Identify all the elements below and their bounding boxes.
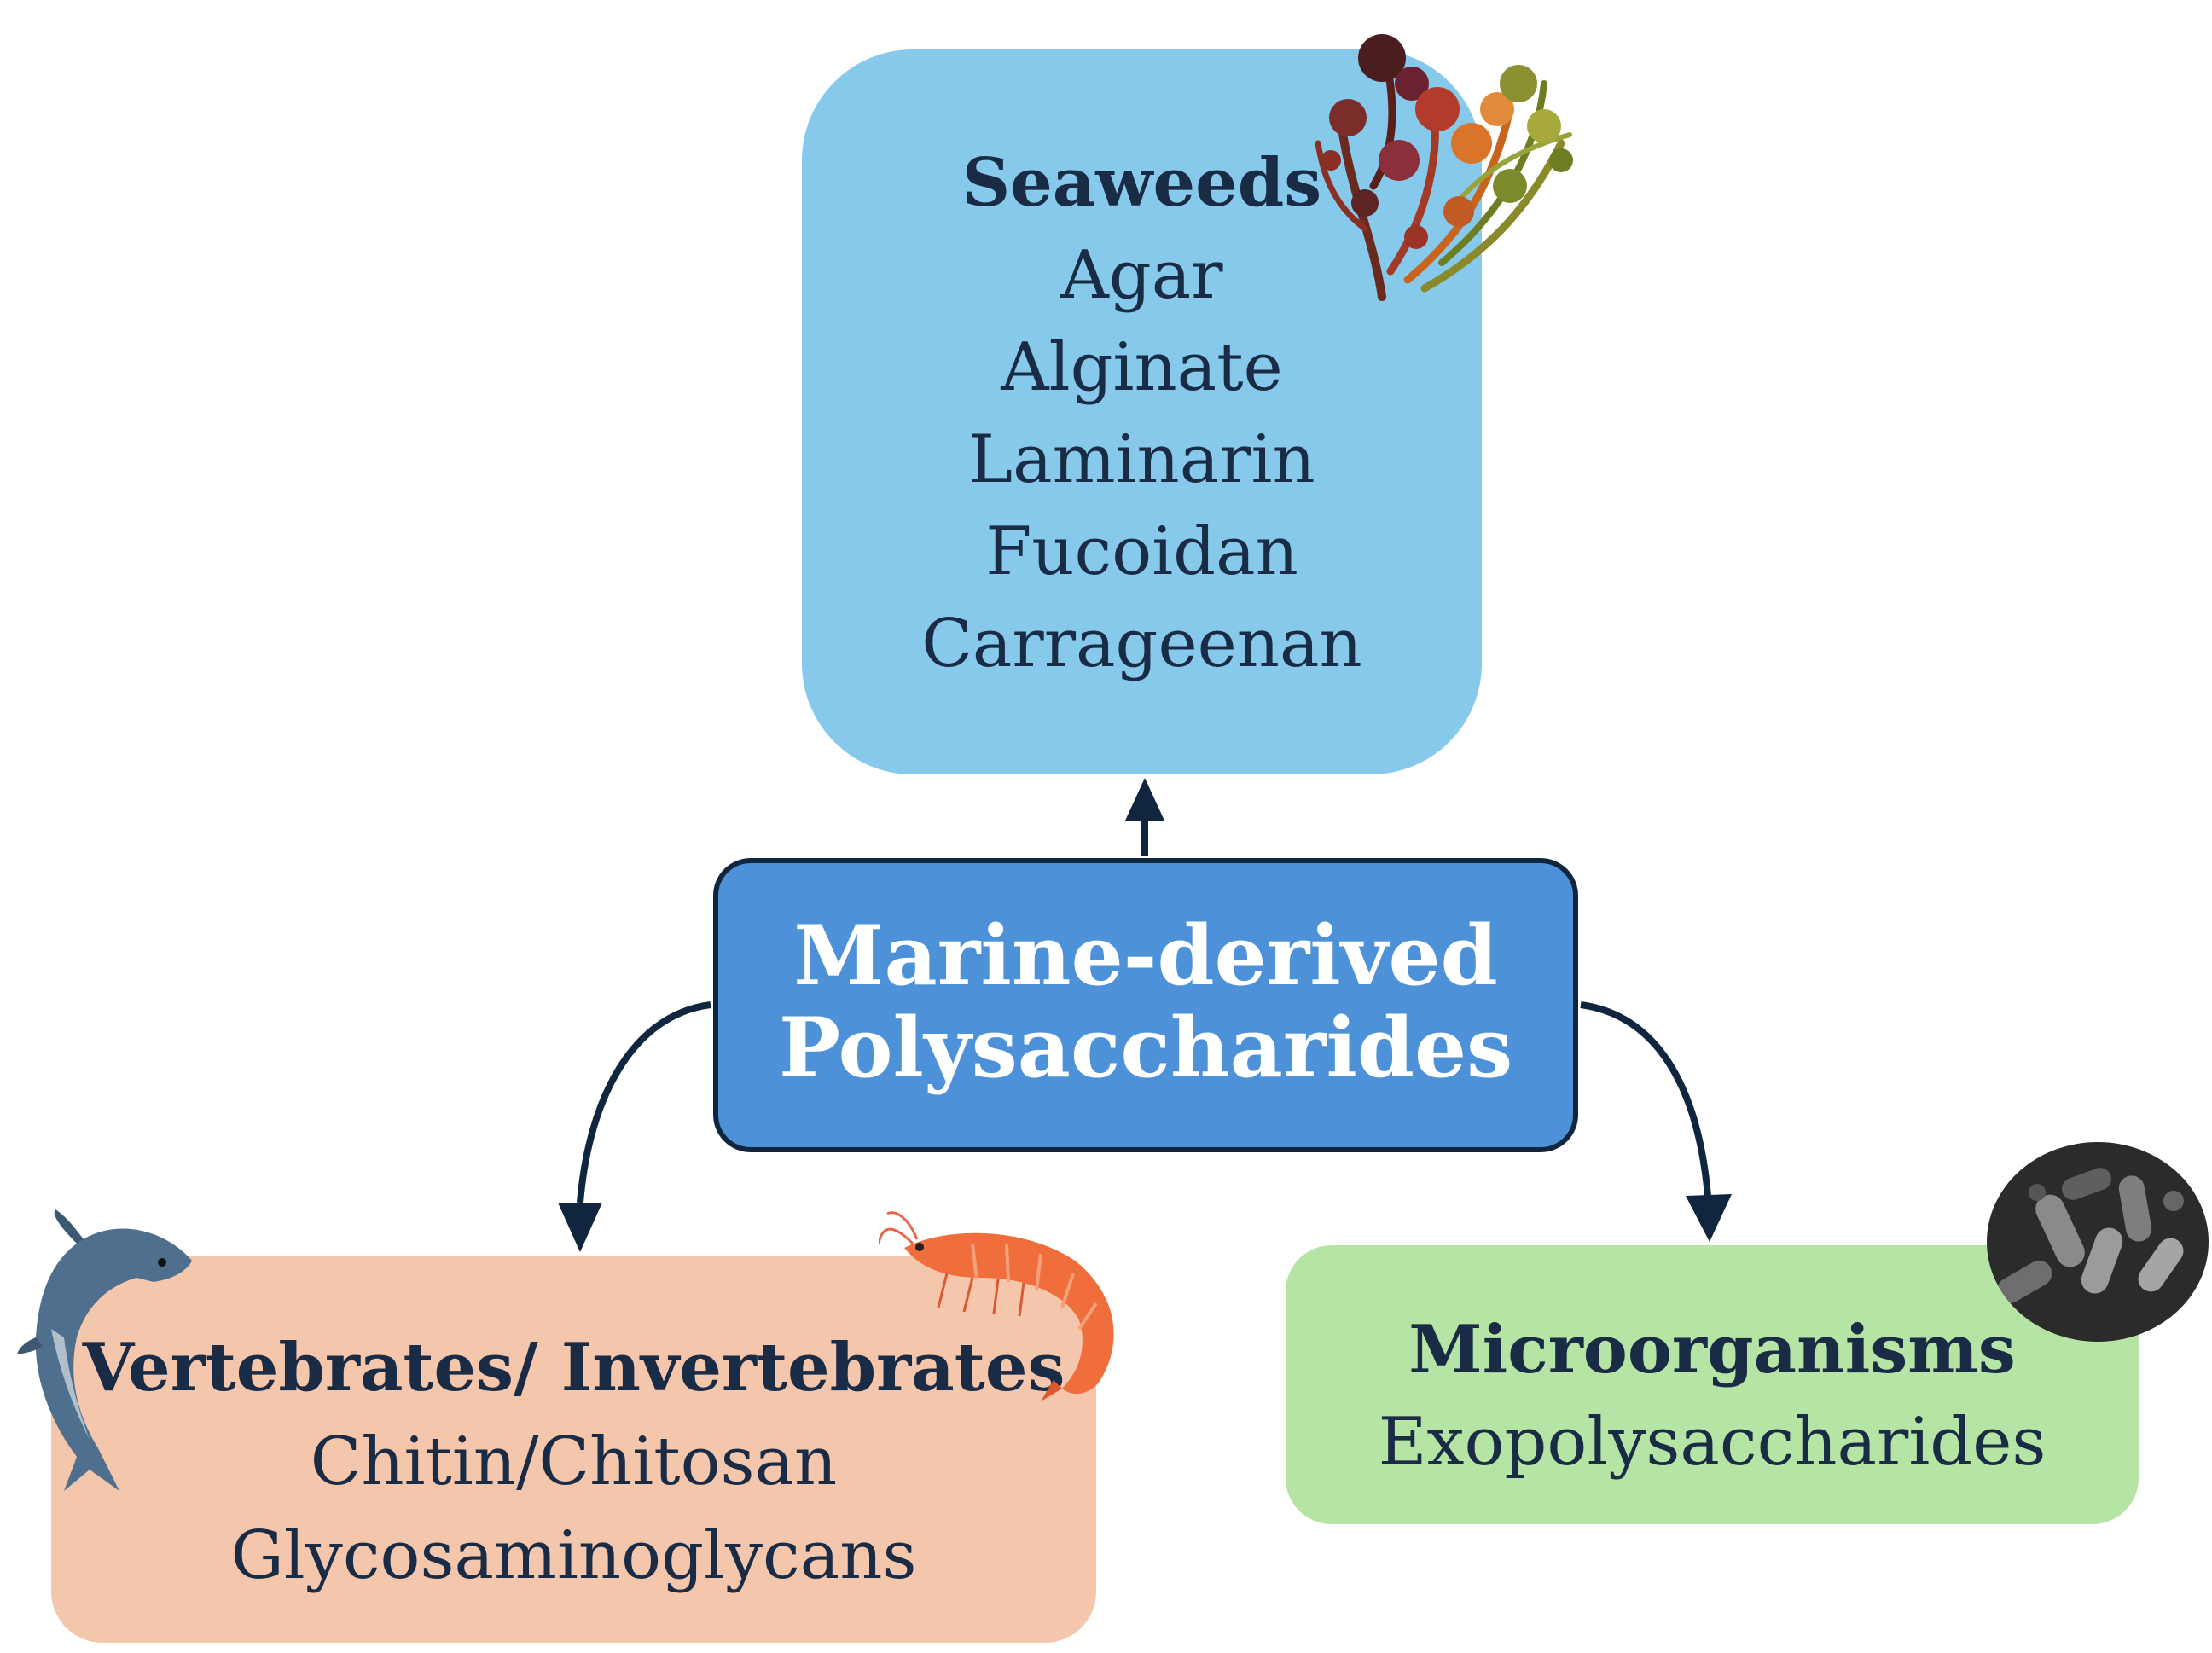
vertebrates-title: Vertebrates/ Invertebrates [82, 1329, 1065, 1406]
microorganisms-box: Microorganisms Exopolysaccharides [1286, 1245, 2139, 1524]
arrow-to-microorganisms [1580, 1001, 1711, 1197]
vertebrates-item-glycosaminoglycans: Glycosaminoglycans [230, 1517, 917, 1594]
dolphin-icon [17, 1209, 192, 1491]
microorganisms-title: Microorganisms [1408, 1311, 2016, 1389]
center-box: Marine-derived Polysaccharides [713, 858, 1578, 1152]
arrow-to-vertebrates [577, 1001, 711, 1204]
seaweeds-item-agar: Agar [1060, 237, 1223, 314]
seaweeds-title: Seaweeds [961, 144, 1322, 222]
vertebrates-box: Vertebrates/ Invertebrates Chitin/Chitos… [51, 1256, 1096, 1643]
seaweed-icon [1315, 34, 1573, 301]
arrow-to-vertebrates-head [558, 1203, 602, 1252]
microorganisms-item-exopolysaccharides: Exopolysaccharides [1378, 1404, 2047, 1481]
seaweeds-item-fucoidan: Fucoidan [985, 513, 1298, 590]
center-title-line2: Polysaccharides [778, 1000, 1513, 1096]
shrimp-icon [879, 1211, 1114, 1401]
center-title-line1: Marine-derived [793, 908, 1498, 1004]
arrow-to-microorganisms-head [1686, 1194, 1732, 1242]
vertebrates-item-chitin: Chitin/Chitosan [310, 1424, 838, 1500]
arrow-to-seaweeds-head [1125, 778, 1164, 821]
seaweeds-box: Seaweeds Agar Alginate Laminarin Fucoida… [802, 49, 1482, 774]
seaweeds-item-laminarin: Laminarin [968, 421, 1315, 498]
seaweeds-item-carrageenan: Carrageenan [921, 606, 1362, 682]
bacteria-micrograph-icon [1987, 1142, 2209, 1342]
seaweeds-item-alginate: Alginate [1001, 329, 1283, 406]
